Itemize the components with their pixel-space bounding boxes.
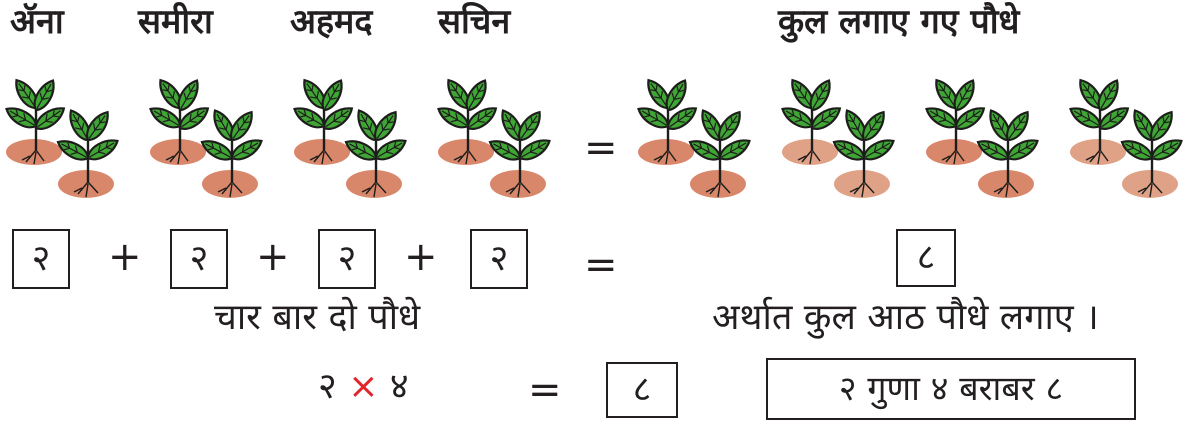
statement-box: २ गुणा ४ बराबर ८ <box>766 358 1136 420</box>
total-plants-title: कुल लगाए गए पौधे <box>778 0 1019 44</box>
seedling-pair-icon <box>1068 68 1188 202</box>
seedling-pair-icon <box>292 68 412 202</box>
name-samira: समीरा <box>138 0 213 44</box>
product-box: ८ <box>606 362 678 418</box>
addend-box: २ <box>170 229 228 289</box>
times-sign: × <box>348 366 378 407</box>
phrase-four-times-two: चार बार दो पौधे <box>214 296 420 340</box>
multiplier: ४ <box>390 366 409 407</box>
seedling-pair-icon <box>436 68 556 202</box>
equals-sign: = <box>584 128 618 168</box>
seedling-pair-icon <box>148 68 268 202</box>
sum-box: ८ <box>896 229 956 287</box>
addend-box: २ <box>12 229 70 289</box>
multiplicand: २ <box>318 366 337 407</box>
equals-sign: = <box>584 245 618 285</box>
seedling-pair-icon <box>780 68 900 202</box>
plus-sign: + <box>108 237 142 277</box>
addend-box: २ <box>470 229 528 289</box>
multiplication-expression: २ × ४ <box>318 365 409 409</box>
addend-box: २ <box>318 229 376 289</box>
plus-sign: + <box>256 237 290 277</box>
name-anna: ॲना <box>10 0 64 44</box>
seedling-pair-icon <box>636 68 756 202</box>
phrase-total-eight: अर्थात कुल आठ पौधे लगाए । <box>712 296 1099 340</box>
name-ahmad: अहमद <box>290 0 372 44</box>
equals-sign: = <box>528 370 562 410</box>
name-sachin: सचिन <box>438 0 510 44</box>
seedling-pair-icon <box>924 68 1044 202</box>
seedling-pair-icon <box>4 68 124 202</box>
plus-sign: + <box>404 237 438 277</box>
